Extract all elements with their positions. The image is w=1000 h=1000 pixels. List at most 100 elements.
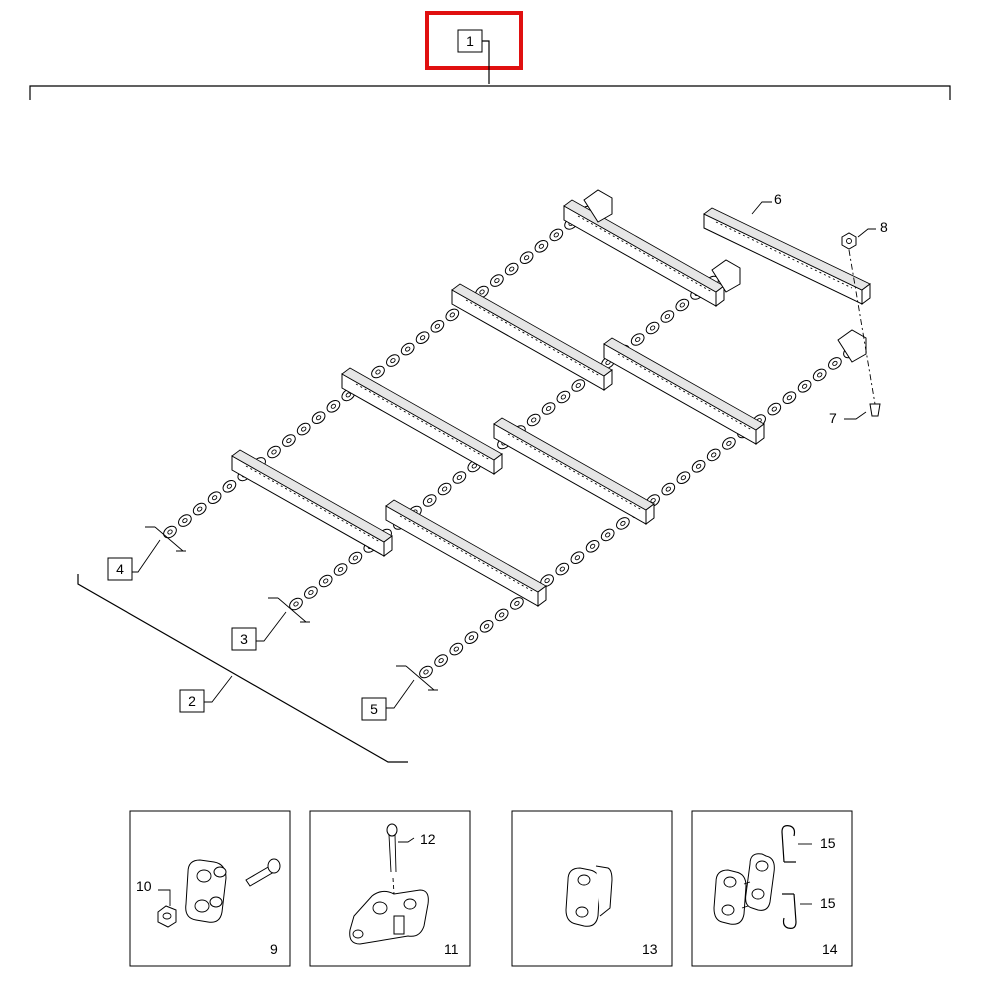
nut-part-8[interactable] <box>841 232 857 250</box>
chain-link <box>517 248 536 267</box>
chain-link <box>674 468 693 487</box>
chain-link <box>613 514 632 533</box>
callout-5[interactable]: 5 <box>361 665 438 721</box>
offset-link-part <box>565 865 613 927</box>
chain-link <box>658 307 677 326</box>
conveyor-slat <box>341 367 503 475</box>
hook-part-15-upper[interactable] <box>781 825 796 863</box>
chain-link <box>435 480 454 498</box>
conveyor-slat <box>385 499 547 607</box>
chain-link <box>309 408 328 427</box>
chain-link <box>398 340 417 358</box>
conveyor-slat <box>563 199 725 307</box>
detail-box-13[interactable]: 13 <box>511 810 673 967</box>
attachment-link-plate <box>349 889 429 945</box>
chain-link <box>447 640 466 658</box>
detail-box-11[interactable]: 12 11 <box>309 810 471 967</box>
conveyor-slat <box>603 337 765 445</box>
chain-link <box>160 523 180 541</box>
chain-link <box>547 226 566 244</box>
callout-15-lower[interactable]: 15 <box>820 895 836 911</box>
callout-3[interactable]: 3 <box>231 597 310 651</box>
link-plates-part <box>713 853 775 925</box>
chain-link <box>643 319 662 337</box>
callout-11[interactable]: 11 <box>444 941 459 957</box>
chain-link <box>568 548 587 567</box>
selection-highlight[interactable] <box>425 11 523 70</box>
chain-link <box>583 537 602 556</box>
chain-link <box>569 376 588 395</box>
detail-box-9[interactable]: 10 9 <box>129 810 291 967</box>
chain-link <box>765 400 784 418</box>
nut-part-10[interactable] <box>157 905 177 928</box>
chain-link <box>286 595 306 613</box>
chain-link <box>368 363 388 381</box>
chain-link <box>220 477 239 496</box>
bolt-part-7[interactable] <box>869 403 881 417</box>
chain-link <box>413 328 432 347</box>
cotter-pin-part-12[interactable] <box>386 823 398 873</box>
assembly-centerline <box>848 249 876 405</box>
chain-link <box>659 480 678 498</box>
callout-13[interactable]: 13 <box>642 941 658 957</box>
connecting-link-plate <box>185 859 227 923</box>
slat-part-6[interactable] <box>703 207 871 305</box>
chain-end-brackets <box>583 189 867 363</box>
chain-link <box>331 560 350 579</box>
chain-link <box>443 306 462 324</box>
bolt-part <box>245 858 281 887</box>
chain-link <box>539 399 558 418</box>
callout-8[interactable]: 8 <box>857 219 888 238</box>
svg-text:8: 8 <box>880 219 888 235</box>
chain-link <box>719 434 738 453</box>
chain-link <box>524 411 543 429</box>
chain-link <box>780 388 799 407</box>
conveyor-slat <box>231 449 393 557</box>
chain-link <box>316 572 335 590</box>
assembly-bracket <box>29 85 951 100</box>
callout-14[interactable]: 14 <box>822 941 838 957</box>
chain-link <box>294 420 313 438</box>
chain-link <box>432 651 451 670</box>
chain-left <box>160 203 596 541</box>
svg-text:2: 2 <box>188 693 196 709</box>
svg-text:6: 6 <box>774 191 782 207</box>
chain-link <box>810 366 829 384</box>
callout-6[interactable]: 6 <box>751 191 782 215</box>
chain-link <box>324 397 343 416</box>
chain-link <box>554 388 573 406</box>
chain-link <box>704 446 723 464</box>
chain-link <box>279 431 298 450</box>
chain-link <box>553 560 572 578</box>
chain-link <box>175 511 194 530</box>
callout-2[interactable]: 2 <box>77 574 408 763</box>
conveyor-slats <box>231 199 765 607</box>
callout-7[interactable]: 7 <box>829 410 867 426</box>
conveyor-slat <box>451 283 613 391</box>
callout-4[interactable]: 4 <box>107 526 186 581</box>
chain-link <box>477 617 496 636</box>
callout-12[interactable]: 12 <box>420 831 436 847</box>
chain-link <box>420 491 439 510</box>
callout-9[interactable]: 9 <box>270 941 278 957</box>
svg-text:5: 5 <box>370 701 378 717</box>
chain-link <box>450 468 469 487</box>
chain-link <box>301 583 320 602</box>
callout-15-upper[interactable]: 15 <box>820 835 836 851</box>
detail-box-14[interactable]: 15 15 14 <box>691 810 853 967</box>
chain-link <box>598 526 617 544</box>
conveyor-slat <box>493 417 655 525</box>
svg-text:3: 3 <box>240 631 248 647</box>
chain-link <box>795 377 814 396</box>
svg-text:4: 4 <box>116 561 124 577</box>
chain-link <box>628 330 647 349</box>
hook-part-15-lower[interactable] <box>782 893 797 929</box>
callout-1[interactable]: 1 <box>457 29 490 84</box>
chain-link <box>502 260 521 278</box>
callout-10[interactable]: 10 <box>136 878 152 894</box>
chain-link <box>383 351 402 370</box>
chain-link <box>462 628 481 647</box>
chain-link <box>492 606 511 624</box>
chain-link <box>190 500 209 518</box>
